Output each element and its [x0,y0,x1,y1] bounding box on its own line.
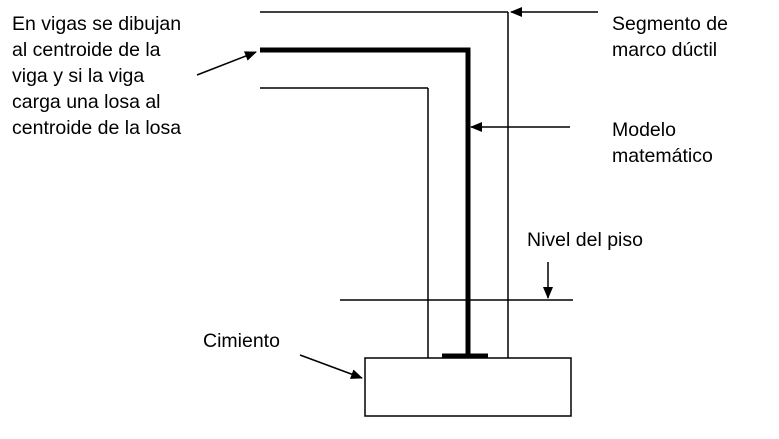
frame-segment-line: marco dúctil [612,39,718,61]
math-model-label: Modelo matemático [612,117,713,169]
math-model-line [260,47,471,356]
beam-note-label: En vigas se dibujan al centroide de la v… [12,11,181,141]
foundation-arrow [299,354,363,379]
beam-note-line: carga una losa al [12,91,161,113]
math-model-line-label: Modelo [612,119,676,141]
math-model-line-label: matemático [612,145,713,167]
foundation-label: Cimiento [203,330,280,352]
beam-note-line: En vigas se dibujan [12,13,182,35]
beam-note-line: al centroide de la [12,39,161,61]
beam-note-line: viga y si la viga [12,65,145,87]
frame-segment-line: Segmento de [612,13,729,35]
foundation-box [364,357,572,417]
floor-level-label: Nivel del piso [527,229,643,251]
frame-segment-label: Segmento de marco dúctil [612,11,728,63]
beam-note-line: centroide de la losa [12,117,182,139]
beam-note-arrow [196,51,257,76]
